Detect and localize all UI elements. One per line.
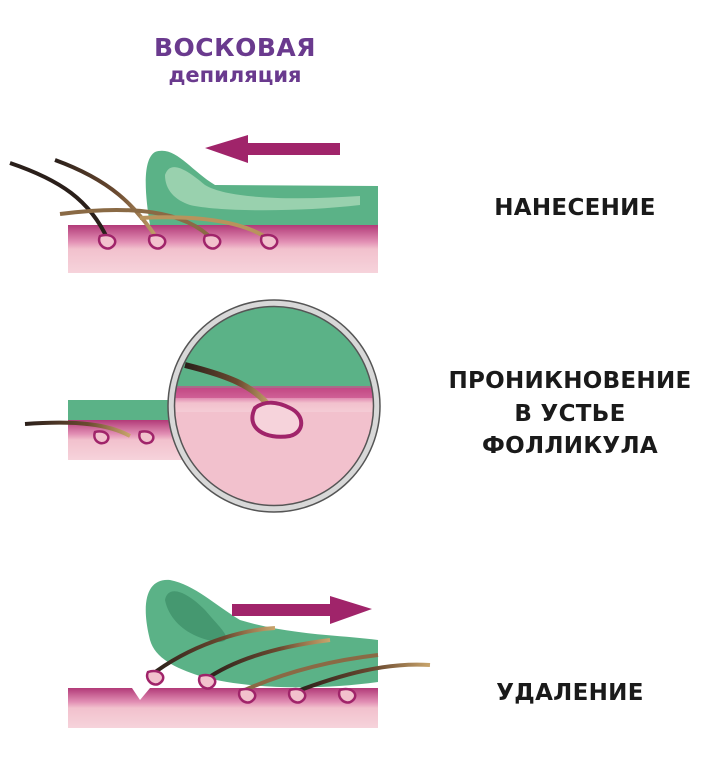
wax-highlight [165, 167, 360, 211]
title-line-1: ВОСКОВАЯ [154, 33, 316, 62]
hair-strand [24, 420, 131, 438]
step-label-application: НАНЕСЕНИЕ [494, 195, 656, 221]
hair-strand [203, 638, 331, 682]
hair-strand [294, 662, 431, 694]
hair-strand [244, 653, 379, 692]
skin-layer [68, 688, 378, 728]
hair-follicles [97, 233, 279, 250]
magnifier-ring [167, 299, 381, 513]
arrow-left-icon [205, 135, 340, 163]
arrow-right-icon [232, 596, 372, 624]
step-label-line: В УСТЬЕ [514, 400, 626, 427]
skin-layer [68, 420, 188, 460]
hair-strand [54, 158, 160, 242]
magnifier-lens [171, 303, 377, 509]
skin-layer [68, 225, 378, 273]
title-line-2: депиляция [168, 62, 302, 87]
step-label-line: ПРОНИКНОВЕНИЕ [448, 368, 692, 394]
wax-strip [145, 579, 378, 688]
step-label-penetration: ПРОНИКНОВЕНИЕ В УСТЬЕ ФОЛЛИКУЛА [420, 365, 711, 463]
step-label-line: ФОЛЛИКУЛА [482, 433, 658, 460]
hair-strand [139, 215, 272, 242]
hair-follicles [145, 669, 357, 704]
step-application-illustration [9, 135, 378, 273]
hair-strand [59, 207, 215, 242]
step-label-removal: УДАЛЕНИЕ [496, 680, 644, 706]
wax-layer [68, 400, 188, 420]
diagram-title: ВОСКОВАЯ депиляция [120, 33, 350, 87]
hair-strand [148, 626, 276, 678]
hair-follicles [93, 430, 155, 445]
step-removal-illustration [68, 579, 431, 728]
wax-highlight [165, 591, 227, 642]
step-penetration-illustration [24, 299, 381, 513]
hair-strand [9, 161, 110, 241]
hair-follicle-enlarged [250, 400, 304, 439]
